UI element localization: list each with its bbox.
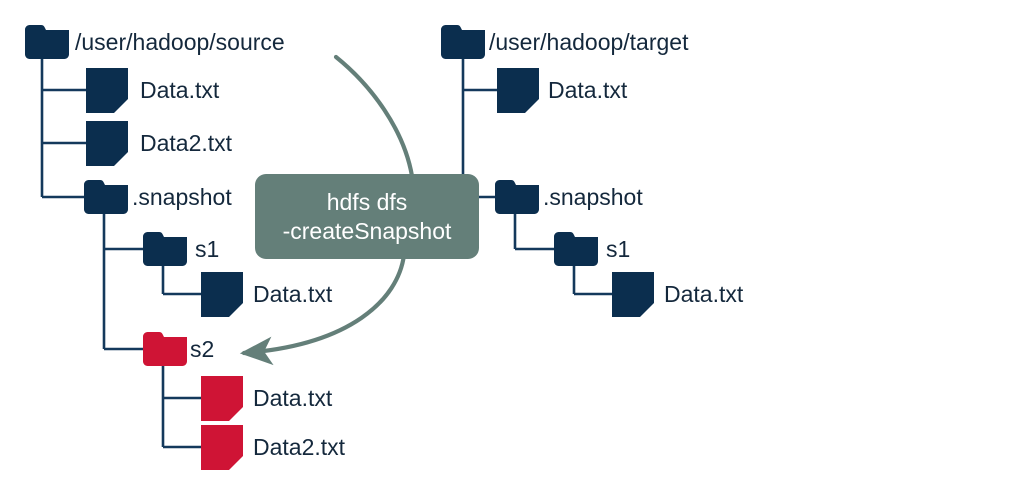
file-icon-target-s1-data[interactable] <box>612 272 654 317</box>
label-target-s1-data: Data.txt <box>664 281 744 307</box>
create-snapshot-arrow <box>239 54 415 366</box>
command-line-2: -createSnapshot <box>282 217 452 244</box>
file-icon-source-s2-data[interactable] <box>201 376 243 421</box>
label-source-s2-data: Data.txt <box>253 385 333 411</box>
folder-icon-target-snapshot[interactable] <box>495 180 539 214</box>
label-target-s1: s1 <box>606 236 631 262</box>
label-source-root: /user/hadoop/source <box>75 29 285 55</box>
folder-icon-source-s1[interactable] <box>143 232 187 266</box>
folder-icon-target-s1[interactable] <box>554 232 598 266</box>
file-icon-source-data2[interactable] <box>86 121 128 166</box>
label-source-data: Data.txt <box>140 77 220 103</box>
target-tree-connectors <box>461 58 612 296</box>
target-tree-icons <box>441 25 654 317</box>
command-callout-box[interactable]: hdfs dfs -createSnapshot <box>255 174 479 259</box>
folder-icon-target-root[interactable] <box>441 25 485 59</box>
label-source-s1-data: Data.txt <box>253 281 333 307</box>
label-source-snapshot: .snapshot <box>132 184 232 210</box>
label-target-root: /user/hadoop/target <box>489 29 689 55</box>
label-target-snapshot: .snapshot <box>543 184 643 210</box>
folder-icon-source-snapshot[interactable] <box>84 180 128 214</box>
file-icon-target-data[interactable] <box>497 68 539 113</box>
label-target-data: Data.txt <box>548 77 628 103</box>
label-source-s1: s1 <box>195 236 220 262</box>
file-icon-source-s1-data[interactable] <box>201 272 243 317</box>
file-icon-source-s2-data2[interactable] <box>201 425 243 470</box>
label-source-s2-data2: Data2.txt <box>253 434 346 460</box>
command-line-1: hdfs dfs <box>326 189 408 216</box>
label-source-data2: Data2.txt <box>140 130 233 156</box>
file-icon-source-data[interactable] <box>86 68 128 113</box>
label-source-s2: s2 <box>190 336 215 362</box>
folder-icon-source-root[interactable] <box>25 25 69 59</box>
source-tree-connectors <box>40 58 201 449</box>
folder-icon-source-s2[interactable] <box>143 332 187 366</box>
